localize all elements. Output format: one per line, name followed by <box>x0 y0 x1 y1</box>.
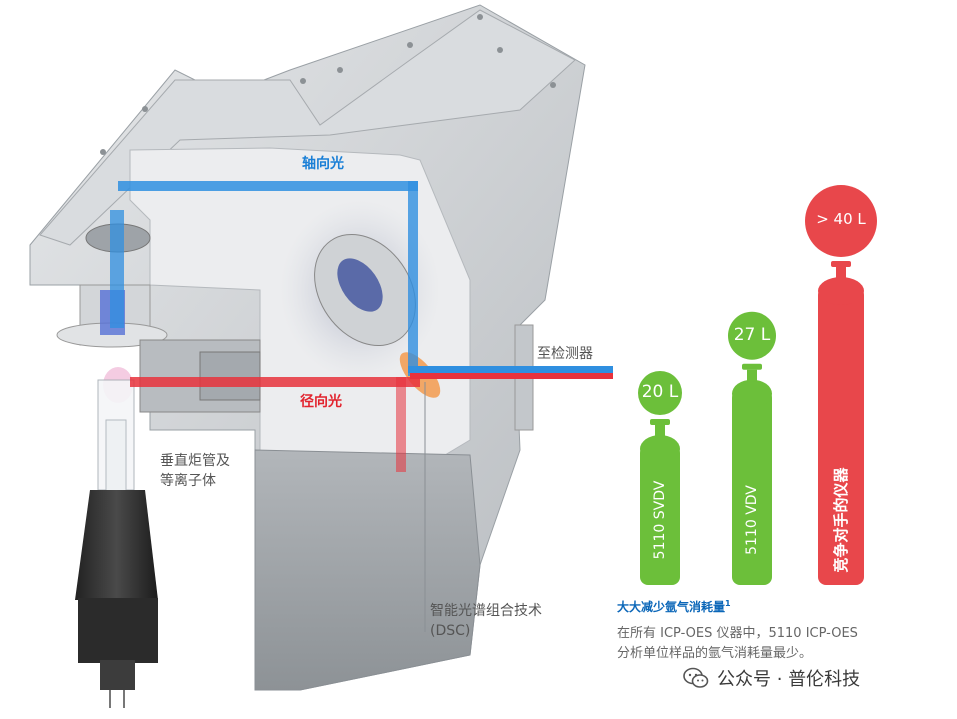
bottle-valve <box>650 419 670 425</box>
bottle-neck <box>836 267 846 279</box>
volume-bubble <box>638 371 682 415</box>
bottle-name-label: 5110 SVDV <box>652 480 668 560</box>
volume-label: 20 L <box>641 382 679 402</box>
bottle-body <box>732 389 772 585</box>
volume-label: > 40 L <box>816 210 866 228</box>
instrument-housing <box>29 4 586 691</box>
torch-label-line2: 等离子体 <box>160 473 216 489</box>
footer-text: 公众号 · 普伦科技 <box>717 669 861 690</box>
volume-label: 27 L <box>733 324 771 345</box>
radial-light-label: 径向光 <box>300 394 342 410</box>
note-title: 大大减少氩气消耗量1 <box>617 599 731 614</box>
volume-bubble <box>805 185 877 257</box>
bottle-name-label: 5110 VDV <box>744 485 760 555</box>
radial-light-path <box>130 373 613 472</box>
note-body: 在所有 ICP-OES 仪器中，5110 ICP-OES 分析单位样品的氩气消耗… <box>617 624 917 664</box>
bottle-shoulder <box>732 379 772 408</box>
bottle-neck <box>747 369 757 382</box>
torch-label-line1: 垂直炬管及 <box>160 453 230 469</box>
note-body-line1: 在所有 ICP-OES 仪器中，5110 ICP-OES <box>617 626 858 641</box>
detector-label: 至检测器 <box>537 346 593 362</box>
bottle-neck <box>655 425 665 437</box>
dsc-label-line1: 智能光谱组合技术 <box>430 603 542 619</box>
axial-light-path <box>110 181 613 376</box>
bottle-valve <box>831 261 851 267</box>
axial-light-label: 轴向光 <box>302 156 344 172</box>
bottle-name-label: 竞争对手的仪器 <box>832 467 850 573</box>
bottle-shoulder <box>818 277 864 305</box>
bottle-shoulder <box>640 435 680 463</box>
bottle-valve <box>742 363 762 370</box>
wechat-icon <box>683 667 709 688</box>
bottle-body <box>640 445 680 585</box>
dsc-label-line2: (DSC) <box>430 623 471 639</box>
bottle-body <box>818 287 864 585</box>
torch-assembly <box>56 284 261 708</box>
note-body-line2: 分析单位样品的氩气消耗量最少。 <box>617 646 813 661</box>
argon-consumption-chart <box>638 185 877 585</box>
footer-watermark: 公众号 · 普伦科技 <box>683 664 860 692</box>
volume-bubble <box>728 311 776 360</box>
